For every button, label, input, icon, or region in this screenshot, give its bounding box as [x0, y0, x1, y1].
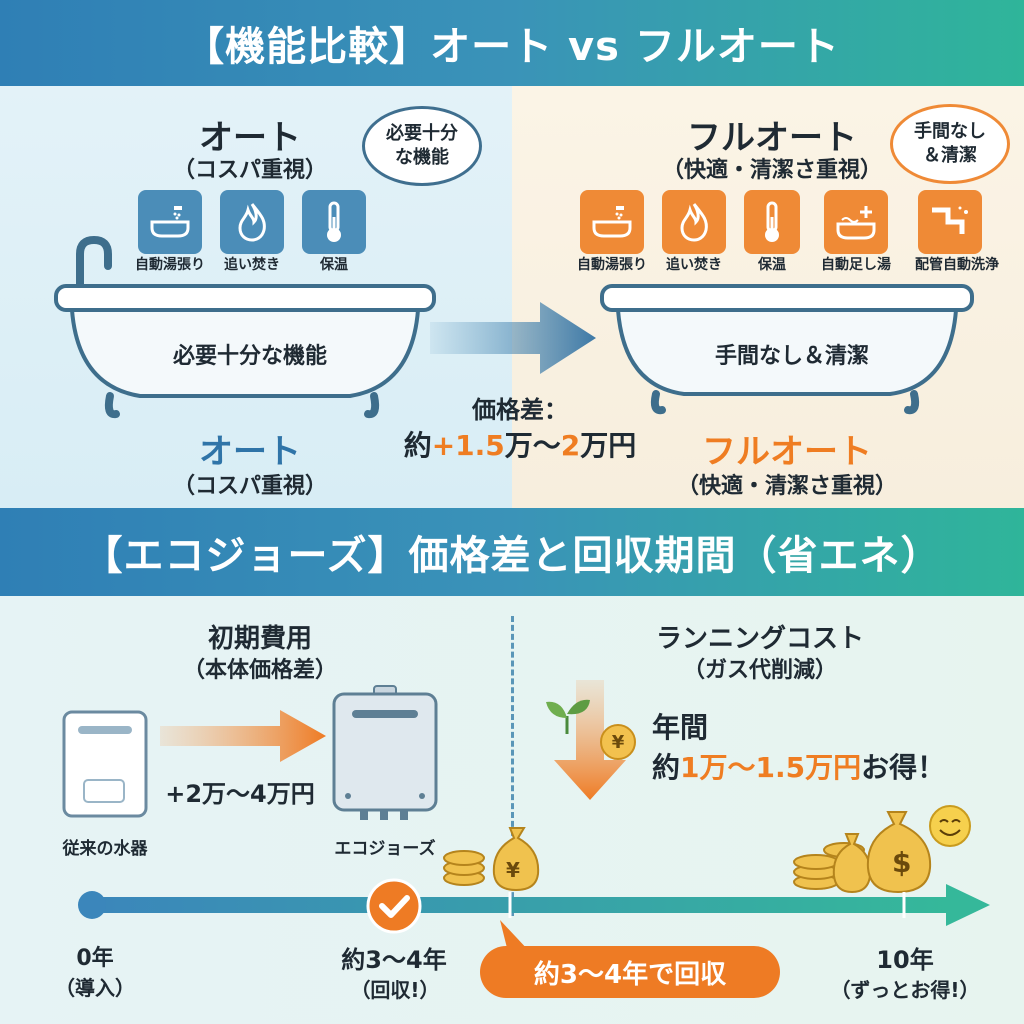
flame-icon [662, 190, 726, 254]
full-auto-feature-label: 自動湯張り [577, 257, 647, 273]
running-cost-line1: 年間 [652, 711, 709, 744]
timeline-mid-note: （回収!） [350, 978, 440, 1002]
full-auto-bubble-line2: ＆清潔 [923, 145, 977, 166]
leaf-icon [546, 699, 590, 734]
payback-timeline [78, 884, 990, 926]
full-auto-feature-label: 自動足し湯 [821, 257, 891, 273]
timeline-start-year: 0年 [76, 946, 114, 971]
pipe-clean-icon [918, 190, 982, 254]
auto-tub-text: 必要十分な機能 [172, 344, 327, 369]
auto-bottom-title: オート [199, 432, 301, 472]
price-diff-mid: 万〜 [504, 429, 561, 462]
initial-cost-diff: +2万〜4万円 [165, 780, 315, 808]
full-auto-bubble-line1: 手間なし [914, 121, 986, 142]
old-water-heater-icon [62, 710, 148, 818]
auto-feature-label: 保温 [320, 257, 348, 273]
money-bags-icon [793, 811, 932, 894]
auto-bubble-line2: な機能 [395, 147, 449, 168]
running-cost-value: 1万〜1.5万円 [680, 751, 862, 784]
price-diff-label: 価格差： [472, 396, 568, 424]
full-auto-bubble: 手間なし ＆清潔 [890, 104, 1010, 184]
running-cost-amount: 約1万〜1.5万円お得！ [652, 746, 945, 786]
water-add-icon [824, 190, 888, 254]
money-bag-dollar-symbol: $ [892, 846, 912, 879]
full-auto-bathtub-illustration [600, 284, 974, 415]
auto-subtitle: （コスパ重視） [172, 158, 327, 183]
checkmark-icon [366, 878, 422, 934]
ecojozu-label: エコジョーズ [334, 839, 436, 859]
auto-feature-label: 自動湯張り [135, 257, 205, 273]
running-cost-prefix: 約 [652, 751, 681, 784]
comparison-banner: 【機能比較】オート vs フルオート [0, 0, 1024, 86]
full-auto-feature-label: 保温 [758, 257, 786, 273]
timeline-mid-year: 約3〜4年 [341, 946, 447, 974]
full-auto-panel: フルオート （快適・清潔さ重視） 手間なし ＆清潔 自動湯張り 追い焚き 保温 自… [512, 86, 1024, 508]
ecojozu-banner: 【エコジョーズ】価格差と回収期間（省エネ） [0, 508, 1024, 596]
full-auto-tub-text: 手間なし＆清潔 [714, 344, 869, 369]
price-diff-low: +1.5 [431, 429, 505, 462]
thermometer-icon [744, 190, 800, 254]
cost-arrow-icon [160, 710, 326, 762]
payback-period-badge: 約3〜4年で回収 [480, 946, 780, 998]
auto-title: オート [199, 118, 301, 158]
payback-pointer-icon [500, 920, 530, 952]
price-diff-prefix: 約 [403, 429, 432, 462]
timeline-end-year: 10年 [876, 946, 934, 974]
timeline-start-note: （導入） [55, 976, 135, 1000]
initial-cost-subtitle: （本体価格差） [182, 658, 337, 683]
running-cost-subtitle: （ガス代削減） [682, 658, 837, 683]
auto-bubble: 必要十分な機能 [362, 106, 482, 186]
running-cost-suffix: お得！ [861, 751, 946, 784]
price-diff-value: 約+1.5万〜2万円 [380, 424, 660, 464]
ecojozu-panel: 初期費用 （本体価格差） 従来の水器 +2万〜4万円 エコジョーズ ランニングコ… [0, 596, 1024, 1024]
flame-icon [220, 190, 284, 254]
yen-coin-icon: ¥ [600, 724, 636, 760]
full-auto-bottom-title: フルオート [702, 432, 872, 472]
auto-bathtub-illustration [54, 236, 436, 419]
bathtub-fill-icon [138, 190, 202, 254]
money-bag-icon [443, 827, 540, 892]
initial-cost-title: 初期費用 [207, 624, 312, 654]
bathtub-fill-icon [580, 190, 644, 254]
full-auto-bottom-subtitle: （快適・清潔さ重視） [676, 474, 897, 499]
full-auto-subtitle: （快適・清潔さ重視） [661, 158, 882, 183]
ecojozu-heater-icon [332, 685, 438, 820]
auto-feature-label: 追い焚き [224, 257, 280, 273]
upgrade-arrow-icon [430, 302, 596, 374]
smile-icon [929, 805, 971, 847]
full-auto-title: フルオート [687, 118, 857, 158]
old-heater-label: 従来の水器 [62, 839, 148, 859]
running-cost-title: ランニングコスト [655, 624, 864, 654]
full-auto-feature-label: 配管自動洗浄 [915, 257, 999, 273]
auto-bottom-subtitle: （コスパ重視） [172, 474, 327, 499]
timeline-end-note: （ずっとお得!） [830, 978, 980, 1002]
savings-down-arrow-icon [554, 680, 626, 800]
auto-bubble-line1: 必要十分 [386, 123, 458, 144]
price-diff-high: 2 [560, 429, 581, 462]
full-auto-feature-label: 追い焚き [666, 257, 722, 273]
thermometer-icon [302, 190, 366, 254]
price-diff-suffix: 万円 [580, 429, 637, 462]
auto-panel: オート （コスパ重視） 必要十分な機能 自動湯張り 追い焚き 保温 必要十分な機… [0, 86, 512, 508]
section-divider [511, 616, 514, 916]
money-bag-yen-symbol: ¥ [506, 858, 520, 882]
